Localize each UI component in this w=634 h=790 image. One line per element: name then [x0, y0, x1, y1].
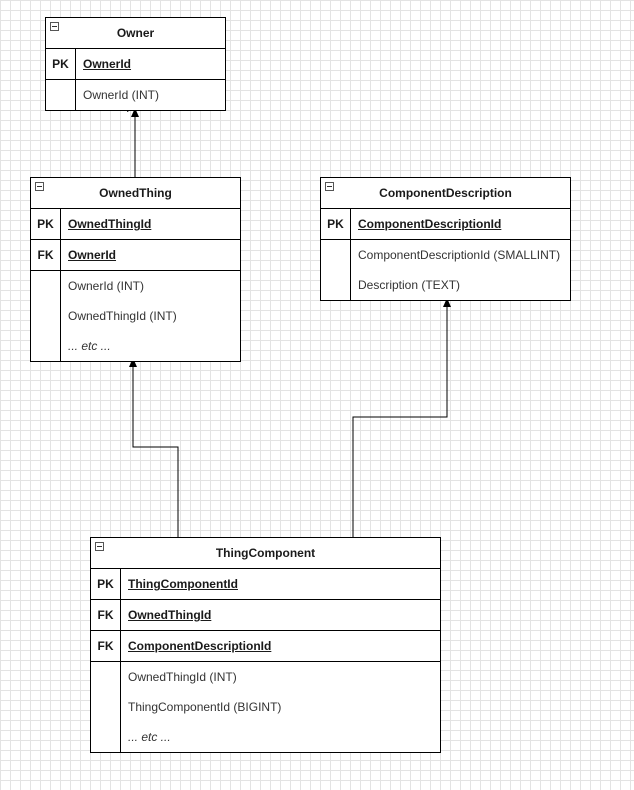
entity-thingcomponent[interactable]: ThingComponent PK ThingComponentId FK Ow… [90, 537, 441, 753]
attribute-gutter [91, 662, 121, 752]
entity-title: ThingComponent [215, 546, 316, 560]
key-type: FK [91, 631, 121, 661]
entity-owner[interactable]: Owner PK OwnerId OwnerId (INT) [45, 17, 226, 111]
arrowhead-componentdescription [443, 298, 451, 307]
attribute-block: ComponentDescriptionId (SMALLINT) Descri… [321, 240, 570, 300]
attribute-gutter [321, 240, 351, 300]
key-name: ComponentDescriptionId [128, 639, 272, 653]
key-row-fk[interactable]: FK OwnerId [31, 240, 240, 271]
attribute-row[interactable]: ThingComponentId (BIGINT) [128, 700, 282, 714]
entity-title: ComponentDescription [379, 186, 512, 200]
entity-header[interactable]: OwnedThing [31, 178, 240, 209]
attribute-row[interactable]: ComponentDescriptionId (SMALLINT) [358, 248, 561, 262]
attribute-block: OwnerId (INT) [46, 80, 225, 110]
key-row-pk[interactable]: PK ComponentDescriptionId [321, 209, 570, 240]
connector-thingcomponent-componentdescription[interactable] [352, 298, 448, 537]
key-row-pk[interactable]: PK OwnerId [46, 49, 225, 80]
collapse-icon[interactable] [35, 182, 44, 191]
attribute-row[interactable]: OwnedThingId (INT) [68, 309, 177, 323]
attribute-block: OwnedThingId (INT) ThingComponentId (BIG… [91, 662, 440, 752]
key-row-fk[interactable]: FK ComponentDescriptionId [91, 631, 440, 662]
key-name: OwnerId [83, 57, 132, 71]
attribute-row[interactable]: OwnerId (INT) [83, 88, 160, 102]
entity-ownedthing[interactable]: OwnedThing PK OwnedThingId FK OwnerId Ow… [30, 177, 241, 362]
collapse-icon[interactable] [95, 542, 104, 551]
key-type: FK [91, 600, 121, 630]
key-name: ThingComponentId [128, 577, 238, 591]
entity-header[interactable]: Owner [46, 18, 225, 49]
key-name: OwnedThingId [128, 608, 212, 622]
arrowhead-ownedthing [129, 358, 137, 367]
attribute-gutter [46, 80, 76, 110]
entity-title: Owner [116, 26, 155, 40]
attribute-row-etc[interactable]: ... etc ... [128, 730, 171, 744]
entity-header[interactable]: ComponentDescription [321, 178, 570, 209]
key-type: PK [321, 209, 351, 239]
key-row-pk[interactable]: PK ThingComponentId [91, 569, 440, 600]
connector-thingcomponent-ownedthing[interactable] [132, 358, 179, 537]
entity-title: OwnedThing [99, 186, 172, 200]
collapse-icon[interactable] [50, 22, 59, 31]
key-type: FK [31, 240, 61, 270]
key-type: PK [91, 569, 121, 599]
key-name: OwnedThingId [68, 217, 152, 231]
attribute-row-etc[interactable]: ... etc ... [68, 339, 111, 353]
attribute-row[interactable]: OwnedThingId (INT) [128, 670, 237, 684]
key-name: ComponentDescriptionId [358, 217, 502, 231]
key-type: PK [46, 49, 76, 79]
key-name: OwnerId [68, 248, 117, 262]
attribute-gutter [31, 271, 61, 361]
collapse-icon[interactable] [325, 182, 334, 191]
attribute-row[interactable]: Description (TEXT) [358, 278, 461, 292]
entity-header[interactable]: ThingComponent [91, 538, 440, 569]
key-row-pk[interactable]: PK OwnedThingId [31, 209, 240, 240]
attribute-block: OwnerId (INT) OwnedThingId (INT) ... etc… [31, 271, 240, 361]
key-row-fk[interactable]: FK OwnedThingId [91, 600, 440, 631]
attribute-row[interactable]: OwnerId (INT) [68, 279, 145, 293]
entity-componentdescription[interactable]: ComponentDescription PK ComponentDescrip… [320, 177, 571, 301]
key-type: PK [31, 209, 61, 239]
